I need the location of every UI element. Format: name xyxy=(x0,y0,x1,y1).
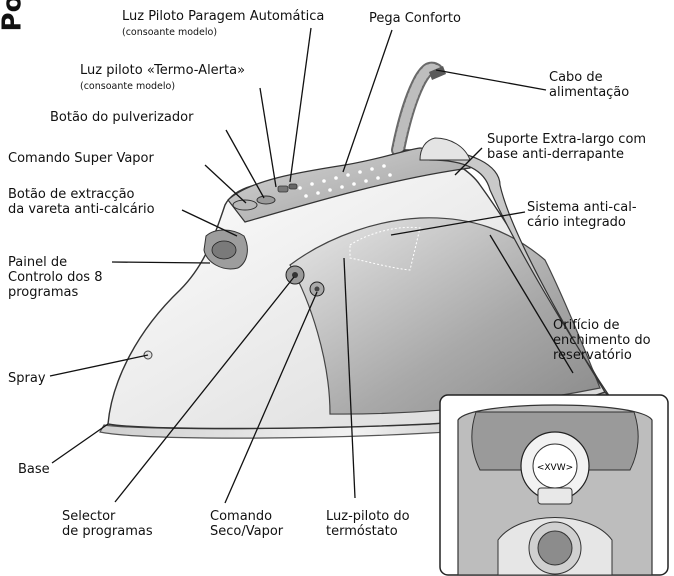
label-auto-stop-light: Luz Piloto Paragem Automática xyxy=(122,9,324,24)
label-spray-button: Botão do pulverizador xyxy=(50,110,193,125)
power-cord xyxy=(398,66,446,150)
label-thermo-alert-note: (consoante modelo) xyxy=(80,81,175,92)
label-dry-steam-control: Comando Seco/Vapor xyxy=(210,509,283,539)
label-water-fill-hole: Orifício de enchimento do reservatório xyxy=(553,318,651,363)
label-base: Base xyxy=(18,462,50,477)
label-program-selector: Selector de programas xyxy=(62,509,153,539)
label-spray: Spray xyxy=(8,371,46,386)
label-extra-wide-support: Suporte Extra-largo com base anti-derrap… xyxy=(487,132,646,162)
label-anti-calc-extraction-button: Botão de extracção da vareta anti-calcár… xyxy=(8,187,155,217)
water-tank xyxy=(290,218,600,414)
label-comfort-handle: Pega Conforto xyxy=(369,11,461,26)
label-thermostat-light: Luz-piloto do termóstato xyxy=(326,509,410,539)
label-super-steam-control: Comando Super Vapor xyxy=(8,151,154,166)
label-auto-stop-light-note: (consoante modelo) xyxy=(122,27,217,38)
label-control-panel: Painel de Controlo dos 8 programas xyxy=(8,255,102,300)
label-integrated-anti-calc: Sistema anti-cal- cário integrado xyxy=(527,200,637,230)
label-thermo-alert-light: Luz piloto «Termo-Alerta» xyxy=(80,63,245,78)
inset-marking: <XVW> xyxy=(537,463,573,473)
label-power-cord: Cabo de alimentação xyxy=(549,70,629,100)
inset-detail: <XVW> xyxy=(440,395,668,575)
